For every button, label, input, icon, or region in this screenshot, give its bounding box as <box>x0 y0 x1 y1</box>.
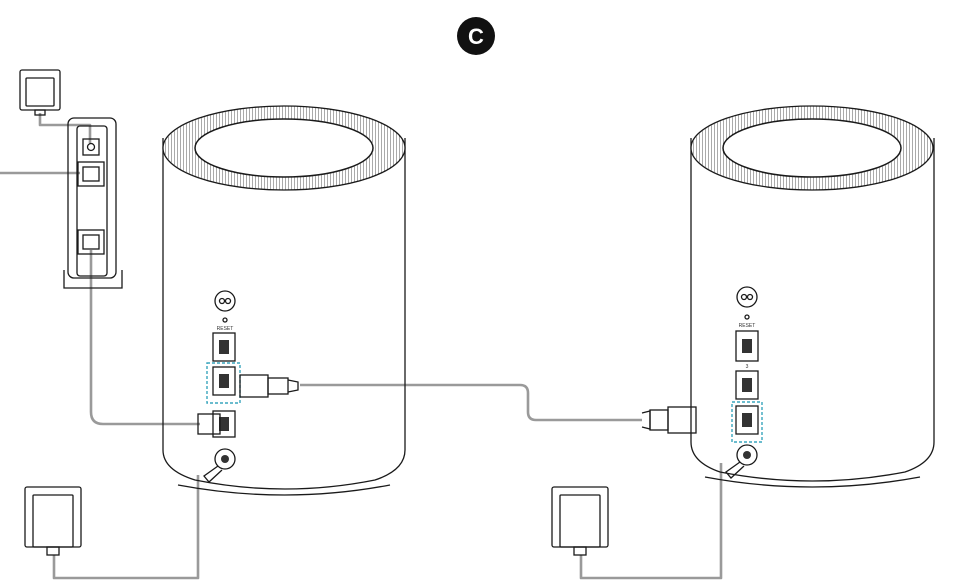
ethernet-plug-icon <box>197 413 221 435</box>
reset-hole[interactable] <box>222 317 228 323</box>
modem-icon <box>63 117 123 289</box>
ethernet-plug-icon <box>641 406 697 434</box>
wan-port[interactable] <box>212 410 236 438</box>
secondary-router: RESET 3 <box>641 105 935 488</box>
svg-text:C: C <box>468 24 484 49</box>
reset-label: RESET <box>739 323 756 329</box>
lan-port-1[interactable] <box>212 332 236 362</box>
router-to-router-cable <box>300 383 642 422</box>
lan-port-2[interactable] <box>735 370 759 400</box>
power-adapter-icon <box>19 69 61 116</box>
secondary-router-power-cable <box>579 463 723 580</box>
power-adapter-icon <box>24 486 82 556</box>
main-router-power-cable <box>52 475 200 580</box>
main-router: RESET <box>162 105 406 496</box>
highlight-wan-port <box>731 401 763 443</box>
power-plug-icon <box>725 444 758 479</box>
power-adapter-icon <box>551 486 609 556</box>
lan-port-2[interactable] <box>212 366 236 396</box>
power-plug-icon <box>203 448 236 483</box>
pair-button-icon[interactable] <box>736 286 758 308</box>
port-number-label: 3 <box>746 364 749 370</box>
wan-port[interactable] <box>735 405 759 435</box>
modem-to-router-cable <box>89 250 200 426</box>
cables <box>0 113 723 580</box>
lan-port-1[interactable] <box>735 330 759 362</box>
step-badge: C <box>457 17 495 55</box>
reset-hole[interactable] <box>744 314 750 320</box>
reset-label: RESET <box>217 326 234 332</box>
modem-power-cable <box>38 113 92 143</box>
ethernet-plug-icon <box>239 374 299 398</box>
pair-button-icon[interactable] <box>214 290 236 312</box>
